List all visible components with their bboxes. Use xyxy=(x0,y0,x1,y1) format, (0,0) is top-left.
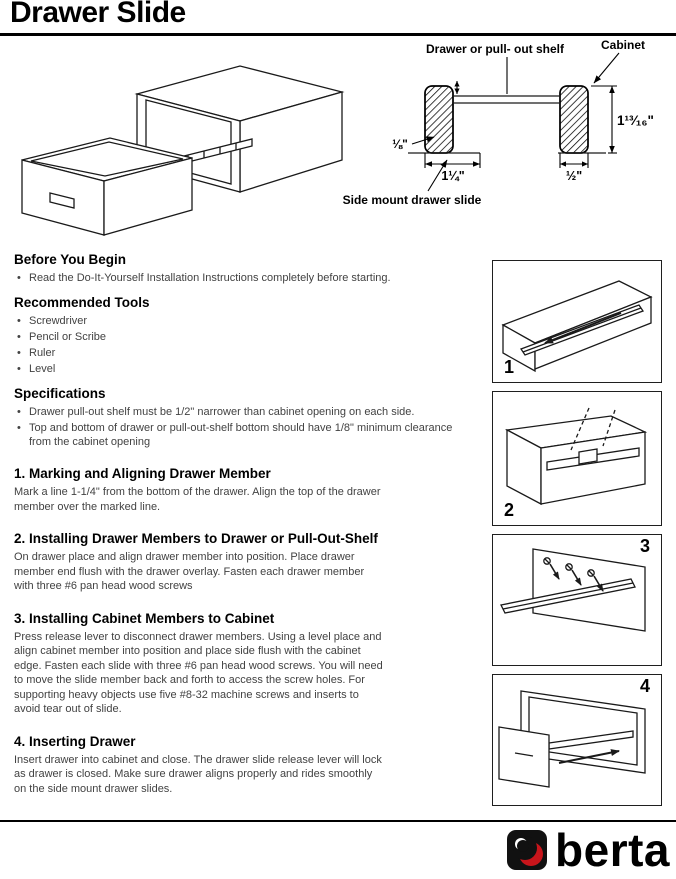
slide-block-right xyxy=(559,85,589,154)
section-step-3-installing-cabinet-members: 3. Installing Cabinet Members to Cabinet… xyxy=(14,611,482,717)
page-title: Drawer Slide xyxy=(10,0,186,29)
step-figure-2: 2 xyxy=(492,391,662,526)
gap-dim xyxy=(559,153,589,168)
step-number: 1 xyxy=(504,357,515,377)
section-body: Insert drawer into cabinet and close. Th… xyxy=(14,753,382,795)
section-recommended-tools: Recommended Tools Screwdriver Pencil or … xyxy=(14,295,482,376)
side-mount-leader-line xyxy=(427,159,448,192)
step-number: 3 xyxy=(639,536,650,556)
cabinet-label: Cabinet xyxy=(601,38,645,52)
section-body: On drawer place and align drawer member … xyxy=(14,551,365,592)
dim-clearance-label: ⅛" xyxy=(392,137,408,151)
berta-logo-icon xyxy=(507,830,548,870)
bullet-item: Level xyxy=(14,362,472,376)
isometric-drawer-figure xyxy=(12,42,346,246)
bullet-item: Top and bottom of drawer or pull-out-she… xyxy=(14,421,472,449)
cross-section-figure: Drawer or pull- out shelf Cabinet xyxy=(320,38,672,220)
slide-width-dim xyxy=(424,153,481,168)
step-3-illustration xyxy=(500,548,646,632)
section-heading: Specifications xyxy=(14,386,106,401)
dim-gap-label: ½" xyxy=(566,169,582,183)
footer-rule xyxy=(0,820,676,822)
step-1-illustration xyxy=(501,280,653,373)
section-heading: 1. Marking and Aligning Drawer Member xyxy=(14,466,271,481)
clearance-leader-line xyxy=(411,136,435,145)
brand-logo: berta xyxy=(506,827,670,873)
isometric-drawer-svg xyxy=(21,65,345,236)
title-rule xyxy=(0,33,676,36)
bullet-item: Pencil or Scribe xyxy=(14,330,472,344)
height-dim xyxy=(591,85,617,154)
screw-icons xyxy=(543,557,604,592)
section-heading: Before You Begin xyxy=(14,252,127,267)
drawer-drawing xyxy=(21,137,193,236)
section-step-1-marking: 1. Marking and Aligning Drawer Member Ma… xyxy=(14,466,482,514)
step-number: 2 xyxy=(504,500,515,520)
bullet-item: Drawer pull-out shelf must be 1/2" narro… xyxy=(14,405,472,419)
step-4-illustration xyxy=(498,690,646,788)
cross-section-svg: Drawer or pull- out shelf Cabinet xyxy=(343,38,654,207)
step-number: 4 xyxy=(639,676,650,696)
step-figure-3: 3 xyxy=(492,534,662,666)
bullet-item: Ruler xyxy=(14,346,472,360)
bullet-list: Drawer pull-out shelf must be 1/2" narro… xyxy=(14,405,482,449)
section-before-you-begin: Before You Begin Read the Do-It-Yourself… xyxy=(14,252,482,285)
section-heading: 3. Installing Cabinet Members to Cabinet xyxy=(14,610,275,626)
section-heading: 4. Inserting Drawer xyxy=(14,733,136,749)
section-heading: 2. Installing Drawer Members to Drawer o… xyxy=(14,531,378,546)
bullet-list: Read the Do-It-Yourself Installation Ins… xyxy=(14,271,482,285)
slide-block-left xyxy=(424,85,454,154)
brand-name: berta xyxy=(555,824,670,876)
instructions-column: Before You Begin Read the Do-It-Yourself… xyxy=(14,252,482,806)
clearance-dim-arrows xyxy=(454,81,460,94)
cabinet-leader-line xyxy=(593,52,620,84)
shelf-section-lines xyxy=(453,95,560,104)
shelf-label: Drawer or pull- out shelf xyxy=(426,42,565,56)
bullet-list: Screwdriver Pencil or Scribe Ruler Level xyxy=(14,314,482,376)
step-2-illustration xyxy=(504,407,648,506)
side-mount-label: Side mount drawer slide xyxy=(343,193,482,207)
section-specifications: Specifications Drawer pull-out shelf mus… xyxy=(14,386,482,449)
step-figure-4: 4 xyxy=(492,674,662,806)
step-figures-column: 1 2 xyxy=(492,260,662,814)
dim-slide-width-label: 1¼" xyxy=(441,169,464,183)
drawer-handle xyxy=(49,192,75,209)
dim-height-label: 1¹³⁄₁₆" xyxy=(617,113,654,128)
section-step-2-installing-drawer-members: 2. Installing Drawer Members to Drawer o… xyxy=(14,531,482,594)
section-body: Mark a line 1-1/4" from the bottom of th… xyxy=(14,486,381,513)
step-figure-1: 1 xyxy=(492,260,662,383)
section-step-4-inserting-drawer: 4. Inserting Drawer Insert drawer into c… xyxy=(14,734,482,797)
bullet-item: Screwdriver xyxy=(14,314,472,328)
section-heading: Recommended Tools xyxy=(14,295,150,310)
bullet-item: Read the Do-It-Yourself Installation Ins… xyxy=(14,271,472,285)
section-body: Press release lever to disconnect drawer… xyxy=(14,630,383,716)
